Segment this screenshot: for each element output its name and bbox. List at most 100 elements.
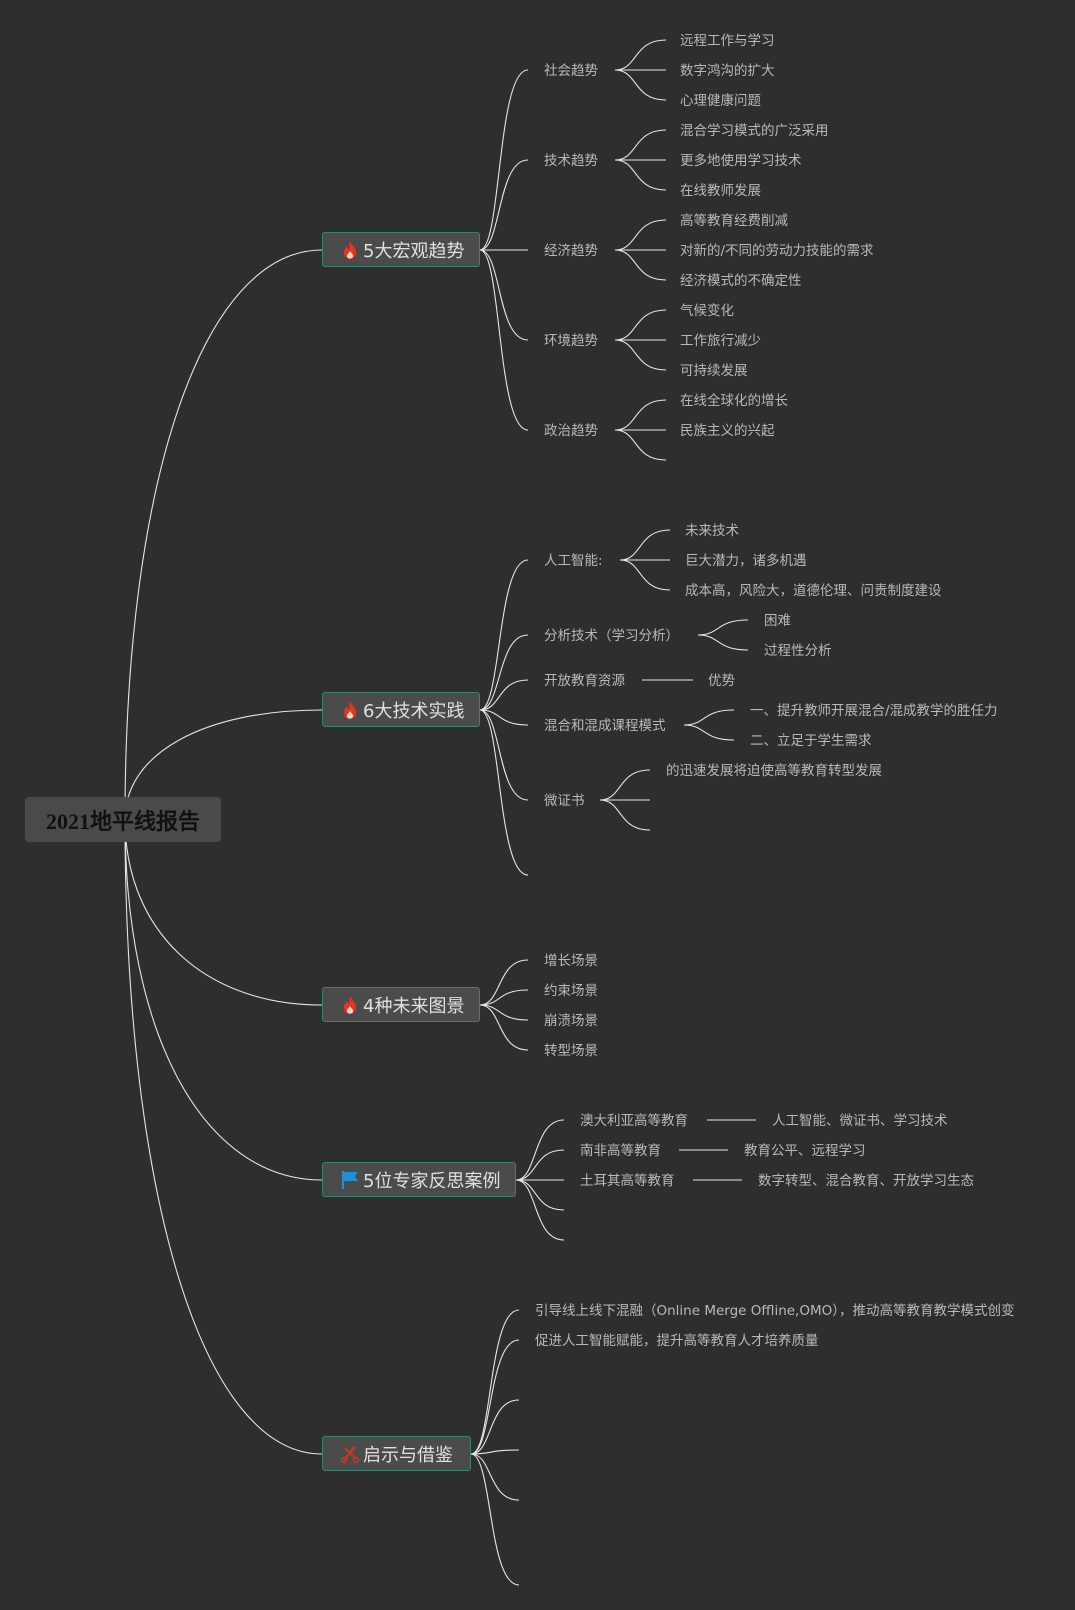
scenario-collapse[interactable]: 崩溃场景 xyxy=(544,1013,598,1029)
connector-line xyxy=(124,818,323,1455)
leaf-node[interactable]: 优势 xyxy=(708,673,735,689)
case-turkey[interactable]: 土耳其高等教育 xyxy=(580,1173,675,1189)
connector-line xyxy=(479,559,529,711)
connector-line xyxy=(515,1179,565,1211)
leaf-node[interactable]: 二、立足于学生需求 xyxy=(750,733,872,749)
branch-label: 5位专家反思案例 xyxy=(363,1170,501,1192)
case-south-africa[interactable]: 南非高等教育 xyxy=(580,1143,661,1159)
leaf-node[interactable]: 数字鸿沟的扩大 xyxy=(680,63,775,79)
connector-line xyxy=(614,429,667,461)
leaf-node[interactable]: 心理健康问题 xyxy=(680,93,761,109)
leaf-node[interactable]: 可持续发展 xyxy=(680,363,748,379)
branch-tech-practices[interactable]: 6大技术实践 xyxy=(322,692,480,727)
flag-icon xyxy=(339,1169,361,1191)
connector-line xyxy=(515,1179,565,1241)
leaf-node[interactable]: 气候变化 xyxy=(680,303,734,319)
leaf-node[interactable]: 工作旅行减少 xyxy=(680,333,761,349)
connector-line xyxy=(683,724,735,741)
branch-macro-trends[interactable]: 5大宏观趋势 xyxy=(322,232,480,267)
connector-line xyxy=(614,129,667,161)
leaf-node[interactable]: 远程工作与学习 xyxy=(680,33,775,49)
tools-icon xyxy=(339,1443,361,1465)
connector-line xyxy=(683,709,735,726)
leaf-node[interactable]: 在线教师发展 xyxy=(680,183,761,199)
connector-line xyxy=(124,818,323,1181)
insight-omo[interactable]: 引导线上线下混融（Online Merge Offline,OMO），推动高等教… xyxy=(535,1303,1015,1319)
leaf-node[interactable]: 更多地使用学习技术 xyxy=(680,153,802,169)
leaf-node[interactable]: 一、提升教师开展混合/混成教学的胜任力 xyxy=(750,703,998,719)
trend-social[interactable]: 社会趋势 xyxy=(544,63,598,79)
connector-line xyxy=(124,249,323,820)
leaf-node[interactable]: 混合学习模式的广泛采用 xyxy=(680,123,829,139)
connector-line xyxy=(470,1399,520,1455)
trend-environment[interactable]: 环境趋势 xyxy=(544,333,598,349)
leaf-node[interactable]: 高等教育经费削减 xyxy=(680,213,788,229)
scenario-constraint[interactable]: 约束场景 xyxy=(544,983,598,999)
connector-line xyxy=(515,1149,565,1181)
connector-line xyxy=(614,399,667,431)
connector-line xyxy=(614,339,667,371)
connector-line xyxy=(479,989,529,1006)
branch-label: 6大技术实践 xyxy=(363,700,465,722)
leaf-node[interactable]: 巨大潜力，诸多机遇 xyxy=(685,553,807,569)
connector-line xyxy=(470,1339,520,1455)
leaf-node[interactable]: 困难 xyxy=(764,613,791,629)
practice-blended[interactable]: 混合和混成课程模式 xyxy=(544,718,666,734)
connector-line xyxy=(614,159,667,191)
connector-line xyxy=(470,1309,520,1455)
leaf-node[interactable]: 过程性分析 xyxy=(764,643,832,659)
case-south-africa-detail[interactable]: 教育公平、远程学习 xyxy=(744,1143,866,1159)
connector-line xyxy=(479,1004,529,1021)
connector-line xyxy=(479,679,529,711)
case-australia[interactable]: 澳大利亚高等教育 xyxy=(580,1113,688,1129)
practice-analytics[interactable]: 分析技术（学习分析） xyxy=(544,628,679,644)
connector-line xyxy=(614,309,667,341)
connector-line xyxy=(479,709,529,876)
leaf-node[interactable]: 在线全球化的增长 xyxy=(680,393,788,409)
branch-label: 4种未来图景 xyxy=(363,995,465,1017)
practice-microcredentials[interactable]: 微证书 xyxy=(544,793,585,809)
connector-line xyxy=(614,39,667,71)
leaf-node[interactable]: 民族主义的兴起 xyxy=(680,423,775,439)
branch-label: 启示与借鉴 xyxy=(363,1444,453,1466)
connector-line xyxy=(619,529,671,561)
branch-label: 5大宏观趋势 xyxy=(363,240,465,262)
connector-line xyxy=(470,1453,520,1586)
insight-ai-empowerment[interactable]: 促进人工智能赋能，提升高等教育人才培养质量 xyxy=(535,1333,819,1349)
connector-line xyxy=(470,1449,520,1455)
connector-line xyxy=(697,619,749,636)
connector-line xyxy=(470,1453,520,1501)
practice-oer[interactable]: 开放教育资源 xyxy=(544,673,625,689)
leaf-node[interactable]: 经济模式的不确定性 xyxy=(680,273,802,289)
scenario-transformation[interactable]: 转型场景 xyxy=(544,1043,598,1059)
branch-future-scenarios[interactable]: 4种未来图景 xyxy=(322,987,480,1022)
case-turkey-detail[interactable]: 数字转型、混合教育、开放学习生态 xyxy=(758,1173,974,1189)
connector-line xyxy=(479,69,529,251)
root-topic[interactable]: 2021地平线报告 xyxy=(25,797,221,842)
trend-political[interactable]: 政治趋势 xyxy=(544,423,598,439)
connector-line xyxy=(479,709,529,801)
connector-line xyxy=(479,159,529,251)
connector-line xyxy=(619,559,671,591)
connector-line xyxy=(614,249,667,281)
connector-line xyxy=(614,219,667,251)
connector-line xyxy=(124,709,323,820)
leaf-node[interactable]: 对新的/不同的劳动力技能的需求 xyxy=(680,243,874,259)
trend-technology[interactable]: 技术趋势 xyxy=(544,153,598,169)
case-australia-detail[interactable]: 人工智能、微证书、学习技术 xyxy=(772,1113,948,1129)
branch-expert-cases[interactable]: 5位专家反思案例 xyxy=(322,1162,516,1197)
trend-economic[interactable]: 经济趋势 xyxy=(544,243,598,259)
practice-ai[interactable]: 人工智能: xyxy=(544,553,603,569)
leaf-node[interactable]: 未来技术 xyxy=(685,523,739,539)
connector-line xyxy=(599,799,651,831)
fire-icon xyxy=(339,239,361,261)
connector-line xyxy=(479,249,529,341)
branch-insights[interactable]: 启示与借鉴 xyxy=(322,1436,471,1471)
leaf-node[interactable]: 成本高，风险大，道德伦理、问责制度建设 xyxy=(685,583,942,599)
scenario-growth[interactable]: 增长场景 xyxy=(544,953,598,969)
connector-line xyxy=(124,818,323,1006)
connector-line xyxy=(479,709,529,726)
fire-icon xyxy=(339,994,361,1016)
leaf-node[interactable]: 的迅速发展将迫使高等教育转型发展 xyxy=(666,763,882,779)
